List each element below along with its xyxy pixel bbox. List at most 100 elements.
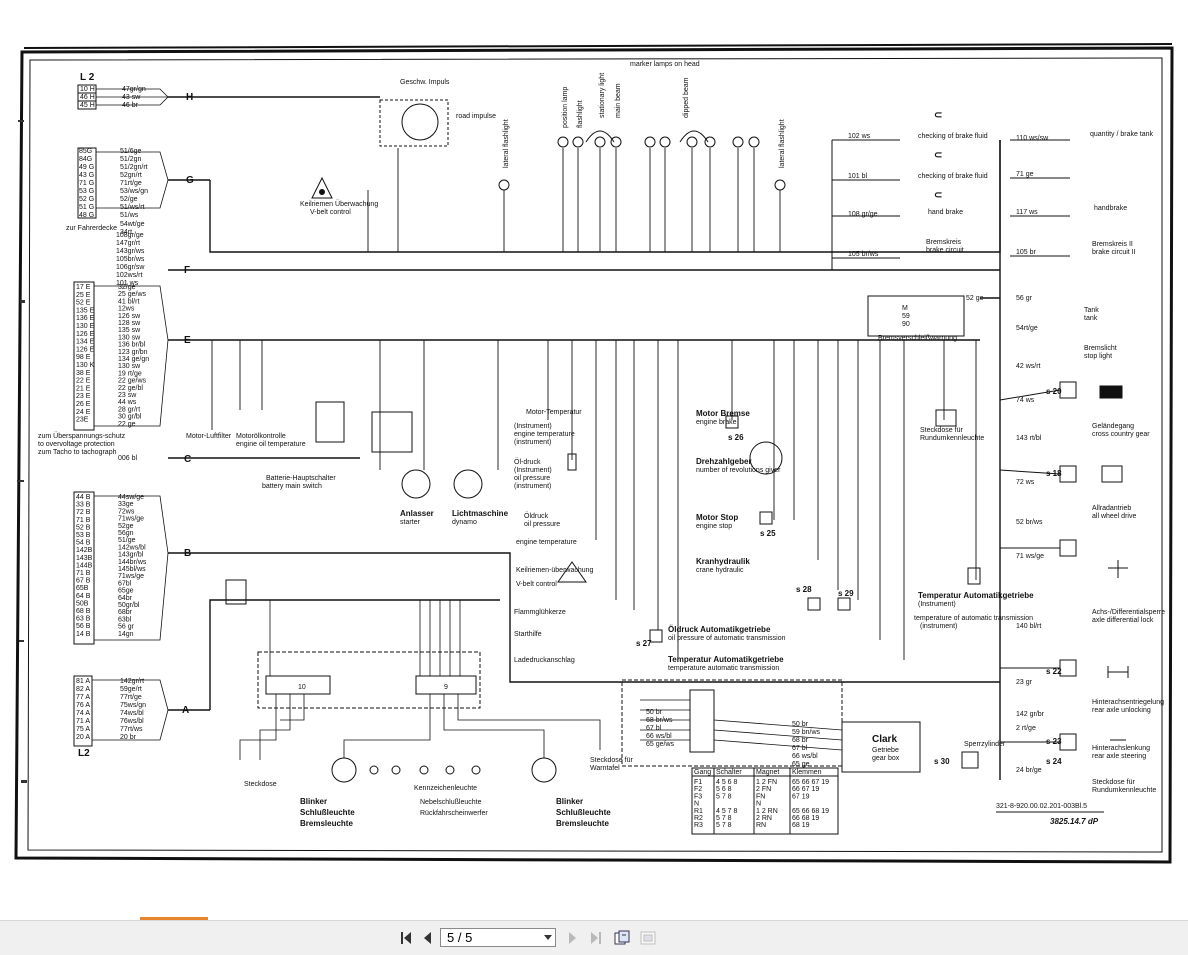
wire-label: 28 gr/rt (118, 406, 140, 413)
svg-text:flashlight: flashlight (577, 100, 584, 128)
svg-text:Drehzahlgeber: Drehzahlgeber (696, 457, 752, 466)
fit-page-icon[interactable] (638, 928, 658, 948)
svg-text:Blinker: Blinker (556, 797, 583, 806)
wire-label: 143gr/bl (118, 552, 144, 559)
wire-label: 136 E (76, 315, 95, 322)
lamp-labels: lateral flashlight position lamp flashli… (503, 61, 786, 168)
wire-label: 74ws/bl (120, 710, 144, 717)
wire-label: 108 gr/ge (848, 211, 878, 218)
svg-text:Bremsverschleißwarnung: Bremsverschleißwarnung (878, 335, 957, 342)
wire-label: 117 ws (1016, 209, 1038, 216)
svg-text:10: 10 (298, 684, 306, 691)
wire-label: 126 E (76, 346, 95, 353)
wire-label: 71 B (76, 517, 91, 524)
svg-text:Schlußleuchte: Schlußleuchte (300, 808, 355, 817)
viewer-toolbar: 5 / 5 (0, 920, 1188, 955)
wire-label: 53 B (76, 532, 91, 539)
svg-text:engine brake: engine brake (696, 419, 737, 426)
lower-wires (239, 600, 843, 760)
wire-label: 52 ge (966, 295, 984, 302)
wire-label: 21 E (76, 385, 91, 392)
group-A-labels: 81 A82 A77 A76 A74 A71 A75 A20 A142gr/rt… (76, 678, 146, 741)
wire-label: 144br/ws (118, 559, 147, 566)
wire-label: 25 ge/ws (118, 291, 147, 298)
wire-label: 52ge (118, 523, 134, 530)
wire-label: 30 gr/bl (118, 414, 142, 421)
svg-text:53/ws/gn: 53/ws/gn (120, 188, 148, 195)
last-page-icon[interactable] (586, 928, 606, 948)
svg-text:Geschw. Impuls: Geschw. Impuls (400, 79, 450, 86)
svg-text:⊂: ⊂ (934, 110, 942, 121)
wire-label: 56gn (118, 530, 134, 537)
plug-label-top: L 2 (80, 72, 95, 83)
svg-text:(instrument): (instrument) (514, 439, 551, 446)
wire-label: 65 ge (792, 761, 810, 768)
svg-text:Schlußleuchte: Schlußleuchte (556, 808, 611, 817)
bus-letter-G: G (186, 175, 194, 186)
wire-label: 50gr/bl (118, 602, 140, 609)
svg-text:cross country gear: cross country gear (1092, 431, 1150, 438)
svg-text:tank: tank (1084, 315, 1098, 322)
svg-text:oil pressure: oil pressure (514, 475, 550, 482)
connector-numbers: 10 9 (298, 684, 448, 691)
svg-text:brake circuit II: brake circuit II (1092, 249, 1136, 256)
wire-label: 130 sw (118, 334, 141, 341)
wire-label: Klemmen (792, 769, 822, 776)
wire-label: FN (756, 793, 765, 800)
wire-label: 32/ge (118, 284, 136, 291)
wire-label: F1 (694, 779, 702, 786)
svg-text:(Instrument): (Instrument) (918, 601, 956, 608)
wire-label: 142gr/rt (120, 678, 144, 685)
svg-text:starter: starter (400, 519, 421, 526)
svg-text:51/ws/rt: 51/ws/rt (120, 204, 145, 211)
wire-label: 22 ge (118, 421, 136, 428)
wire-label: 68 br/ws (646, 717, 673, 724)
svg-text:Starthilfe: Starthilfe (514, 631, 542, 638)
wire-label: 5 6 8 (716, 786, 732, 793)
wire-label: 67bl (118, 580, 132, 587)
svg-text:47gr/gn: 47gr/gn (122, 86, 146, 93)
connector-block-G (77, 147, 97, 219)
wire-label: F2 (694, 786, 702, 793)
svg-text:48 G: 48 G (79, 212, 94, 219)
wire-label: 130 E (76, 323, 95, 330)
first-page-icon[interactable] (396, 928, 416, 948)
wire-label: 77rt/ws (120, 726, 143, 733)
next-page-icon[interactable] (562, 928, 582, 948)
top-vertical-wires (367, 148, 781, 252)
svg-text:54wt/ge: 54wt/ge (120, 221, 145, 228)
svg-text:Kennzeichenleuchte: Kennzeichenleuchte (414, 785, 477, 792)
svg-text:51/2gn/rt: 51/2gn/rt (120, 164, 148, 171)
wire-label: 2 FN (756, 786, 771, 793)
wire-label: 101 bl (848, 173, 868, 180)
svg-text:(instrument): (instrument) (920, 623, 957, 630)
svg-text:Clark: Clark (872, 734, 897, 745)
page-number-select[interactable]: 5 / 5 (440, 928, 556, 947)
svg-text:engine temperature: engine temperature (514, 431, 575, 438)
wire-label: 76ws/bl (120, 718, 144, 725)
relay-box: M 59 90 Bremsverschleißwarnung (867, 295, 965, 342)
svg-text:Temperatur Automatikgetriebe: Temperatur Automatikgetriebe (918, 591, 1034, 600)
wire-label: 143B (76, 555, 93, 562)
connector-block-B (73, 491, 95, 645)
wire-label: R3 (694, 822, 703, 829)
prev-page-icon[interactable] (418, 928, 438, 948)
wire-label: 52 B (76, 524, 91, 531)
wire-label: 1 2 FN (756, 779, 777, 786)
svg-text:zum Tacho to tachograph: zum Tacho to tachograph (38, 449, 117, 456)
wire-label: Schalter (716, 769, 742, 776)
svg-text:Nebelschlußleuchte: Nebelschlußleuchte (420, 799, 482, 806)
svg-text:s 30: s 30 (934, 757, 950, 766)
right-top-labels: quantity / brake tank handbrake Bremskre… (1084, 131, 1165, 794)
wire-label: N (694, 801, 699, 808)
wire-label: 12ws (118, 306, 135, 313)
wire-label: RN (756, 822, 766, 829)
lower-labels: Steckdose Steckdose für Warntafel Blinke… (244, 734, 900, 828)
wire-label: 59 bn/ws (792, 729, 821, 736)
svg-text:51/6ge: 51/6ge (120, 148, 142, 155)
rotate-icon[interactable] (612, 928, 632, 948)
svg-text:Hinterachslenkung: Hinterachslenkung (1092, 745, 1150, 752)
plug-label-bottom: L2 (78, 748, 90, 759)
